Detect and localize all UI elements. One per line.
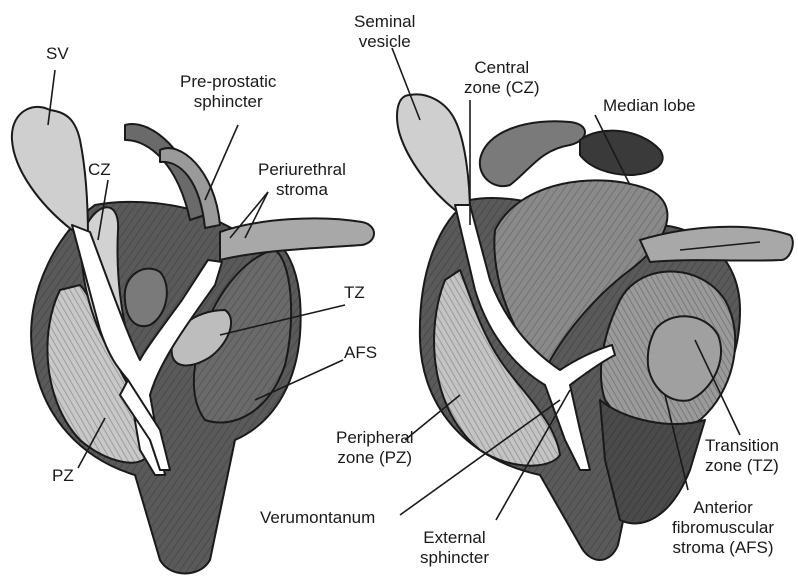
- label-left-tz: TZ: [344, 283, 365, 303]
- label-anterior-fibromuscular-stroma: Anterior fibromuscular stroma (AFS): [672, 498, 774, 558]
- label-sv: SV: [46, 44, 69, 64]
- label-median-lobe: Median lobe: [603, 96, 696, 116]
- label-left-afs: AFS: [344, 343, 377, 363]
- label-external-sphincter: External sphincter: [420, 528, 489, 568]
- label-pre-prostatic-sphincter: Pre-prostatic sphincter: [180, 72, 276, 112]
- right-sv-shape: [397, 94, 470, 215]
- label-peripheral-zone: Peripheral zone (PZ): [336, 428, 414, 468]
- left-stroma-band: [220, 218, 374, 260]
- label-transition-zone: Transition zone (TZ): [705, 436, 779, 476]
- label-central-zone: Central zone (CZ): [464, 58, 540, 98]
- label-left-pz: PZ: [52, 466, 74, 486]
- label-verumontanum: Verumontanum: [260, 508, 375, 528]
- label-seminal-vesicle: Seminal vesicle: [354, 12, 415, 52]
- label-left-cz: CZ: [88, 160, 111, 180]
- right-prostate-diagram: [397, 94, 793, 560]
- label-periurethral-stroma: Periurethral stroma: [258, 160, 346, 200]
- left-sv-shape: [12, 107, 88, 238]
- right-median-lobe-shape: [480, 121, 585, 186]
